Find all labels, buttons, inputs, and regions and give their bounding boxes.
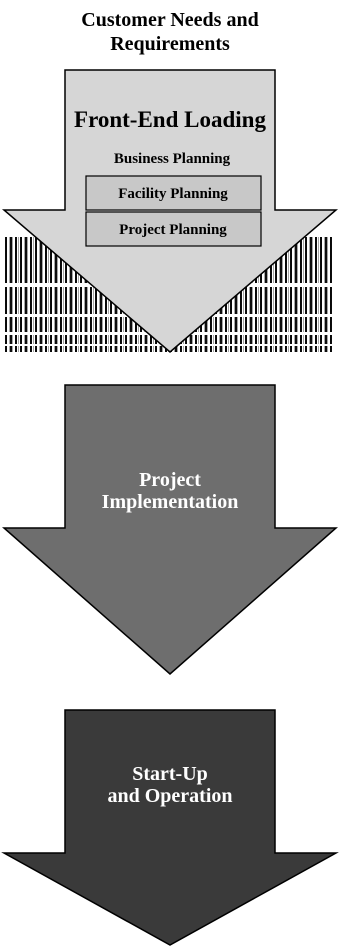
project-planning-label: Project Planning	[119, 222, 227, 238]
stage2-label-line2: Implementation	[102, 491, 239, 513]
stage2-arrow	[2, 384, 338, 675]
header-title-line1: Customer Needs and	[81, 9, 258, 31]
business-planning-label: Business Planning	[114, 151, 231, 167]
stage3-label-line1: Start-Up	[132, 763, 208, 785]
stage1-arrow	[1, 69, 339, 353]
project-planning-box	[85, 211, 262, 247]
facility-planning-label: Facility Planning	[118, 186, 228, 202]
stage1-title: Front-End Loading	[74, 107, 266, 132]
stage3-label-line2: and Operation	[107, 785, 232, 807]
facility-planning-box	[85, 175, 262, 211]
stage3-arrow	[1, 709, 339, 946]
header-title-line2: Requirements	[110, 33, 230, 55]
stage2-label-line1: Project	[139, 469, 201, 491]
